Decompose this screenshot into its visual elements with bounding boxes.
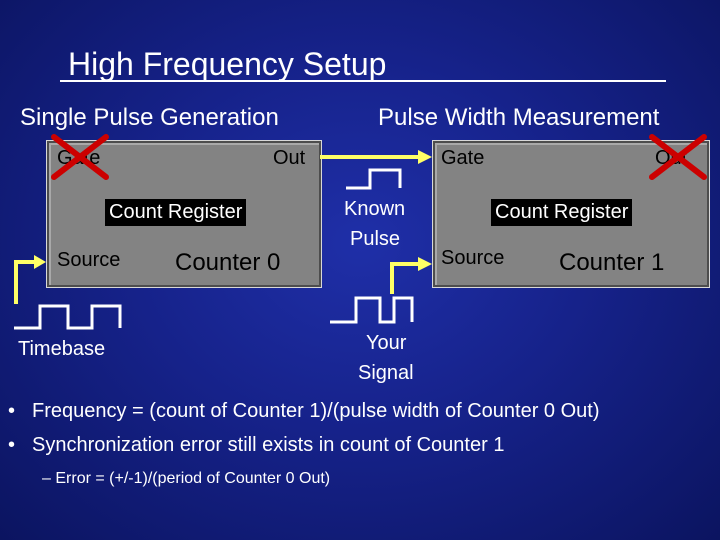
counter0-out-label: Out: [273, 147, 306, 169]
counter1-block: Gate Out Count Register Source Counter 1: [432, 140, 710, 288]
bullet-marker: •: [8, 400, 16, 422]
timebase-to-source-arrow-icon: [14, 260, 36, 304]
counter1-source-label: Source: [441, 247, 505, 269]
bullet-marker: •: [8, 434, 16, 456]
timebase-label: Timebase: [18, 338, 106, 360]
bullet-text: Frequency = (count of Counter 1)/(pulse …: [32, 400, 600, 422]
your-signal-label-line2: Signal: [358, 362, 414, 384]
timebase-square-wave-icon: [14, 304, 122, 330]
bullet-text: Synchronization error still exists in co…: [32, 434, 505, 456]
known-pulse-label-line2: Pulse: [350, 228, 401, 250]
counter1-name: Counter 1: [559, 249, 665, 276]
counter0-bevel: [47, 141, 321, 287]
known-pulse-label-line1: Known: [344, 198, 406, 220]
signal-arrowhead-icon: [418, 257, 432, 271]
timebase-arrowhead-icon: [34, 255, 46, 269]
your-signal-label-line1: Your: [366, 332, 407, 354]
signal-to-source-arrow-icon: [390, 262, 420, 294]
counter0-name: Counter 0: [175, 249, 281, 276]
counter1-out-cross-mark-icon: [649, 134, 707, 180]
counter1-count-register: Count Register: [491, 199, 633, 226]
left-heading: Single Pulse Generation: [20, 104, 279, 131]
sub-bullet: – Error = (+/-1)/(period of Counter 0 Ou…: [42, 470, 330, 488]
slide-title: High Frequency Setup: [68, 46, 387, 82]
sub-bullet-marker: –: [42, 470, 51, 487]
counter0-block: Gate Out Count Register Source Counter 0: [46, 140, 322, 288]
counter1-bevel: [433, 141, 709, 287]
counter1-gate-label: Gate: [441, 147, 485, 169]
counter0-count-register: Count Register: [105, 199, 247, 226]
right-heading: Pulse Width Measurement: [378, 104, 660, 131]
out-to-gate-arrowhead-icon: [418, 150, 432, 164]
title-underline: [60, 80, 666, 82]
counter0-gate-cross-mark-icon: [51, 134, 109, 180]
known-pulse-square-wave-icon: [346, 168, 402, 190]
sub-bullet-text: Error = (+/-1)/(period of Counter 0 Out): [55, 470, 331, 487]
counter0-source-label: Source: [57, 249, 121, 271]
your-signal-square-wave-icon: [330, 296, 414, 324]
